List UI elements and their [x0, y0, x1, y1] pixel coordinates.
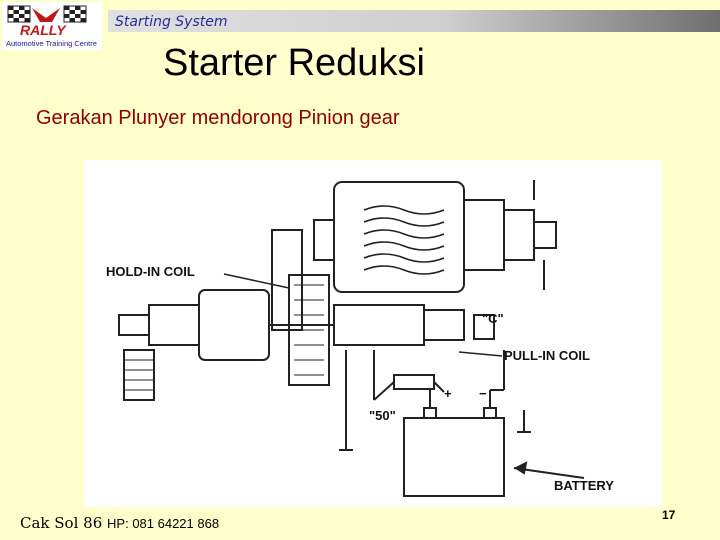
motor-rear-cap	[464, 200, 504, 270]
footer-phone: HP: 081 64221 868	[107, 516, 219, 531]
page-subtitle: Gerakan Plunyer mendorong Pinion gear	[36, 107, 400, 130]
pinion-gear	[124, 350, 154, 400]
motor-front-cap	[314, 220, 334, 260]
page-title: Starter Reduksi	[163, 42, 425, 85]
solenoid-contact	[424, 310, 464, 340]
label-hold-in-coil: HOLD-IN COIL	[106, 264, 195, 279]
logo-brand: RALLY	[20, 22, 67, 38]
starter-diagram: HOLD-IN COIL "C" PULL-IN COIL "50" BATTE…	[84, 160, 662, 507]
label-c-terminal: "C"	[482, 311, 504, 326]
clutch-housing	[199, 290, 269, 360]
label-plus: +	[444, 386, 452, 401]
footer: Cak Sol 86 HP: 081 64221 868	[20, 514, 219, 532]
page-number: 17	[662, 508, 675, 522]
field-coil	[364, 206, 444, 274]
rally-logo: RALLY Automotive Training Centre	[2, 2, 102, 50]
section-label: Starting System	[115, 14, 228, 30]
label-pull-in-coil: PULL-IN COIL	[504, 348, 590, 363]
ignition-switch	[394, 375, 434, 389]
footer-author: Cak Sol 86	[20, 514, 102, 532]
solenoid-plunger	[334, 305, 424, 345]
motor-housing	[334, 182, 464, 292]
label-minus: −	[479, 386, 487, 401]
label-battery: BATTERY	[554, 478, 614, 493]
label-terminal-50: "50"	[369, 408, 396, 423]
pinion-shaft	[149, 305, 199, 345]
logo-tagline: Automotive Training Centre	[6, 39, 97, 48]
battery-box	[404, 418, 504, 496]
